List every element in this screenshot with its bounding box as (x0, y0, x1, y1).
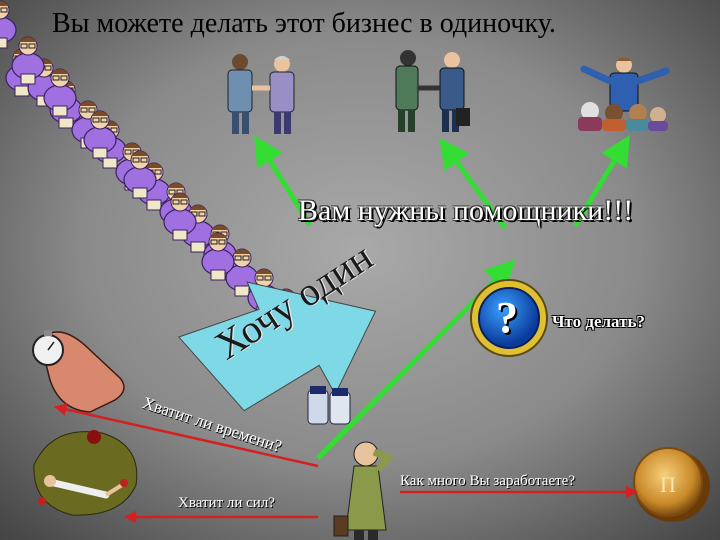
presenter-audience-icon (578, 57, 668, 131)
question-mark-label[interactable]: ? (496, 292, 518, 343)
team-handshake-icon (396, 50, 470, 132)
what-to-do-text: Что делать? (552, 312, 645, 332)
stopwatch-hand-icon (33, 330, 124, 412)
gold-coin-icon: П (634, 448, 710, 522)
helpers-needed-text: Вам нужны помощники!!! (298, 194, 633, 228)
pill-bottles-icon (308, 386, 350, 424)
businessmen-handshake-icon (228, 54, 294, 134)
thinking-man-icon (334, 442, 388, 540)
how-much-earn-text: Как много Вы заработаете? (400, 473, 575, 490)
exhausted-runner-icon (34, 430, 137, 515)
enough-strength-text: Хватит ли сил? (178, 495, 275, 512)
svg-text:П: П (660, 472, 676, 497)
